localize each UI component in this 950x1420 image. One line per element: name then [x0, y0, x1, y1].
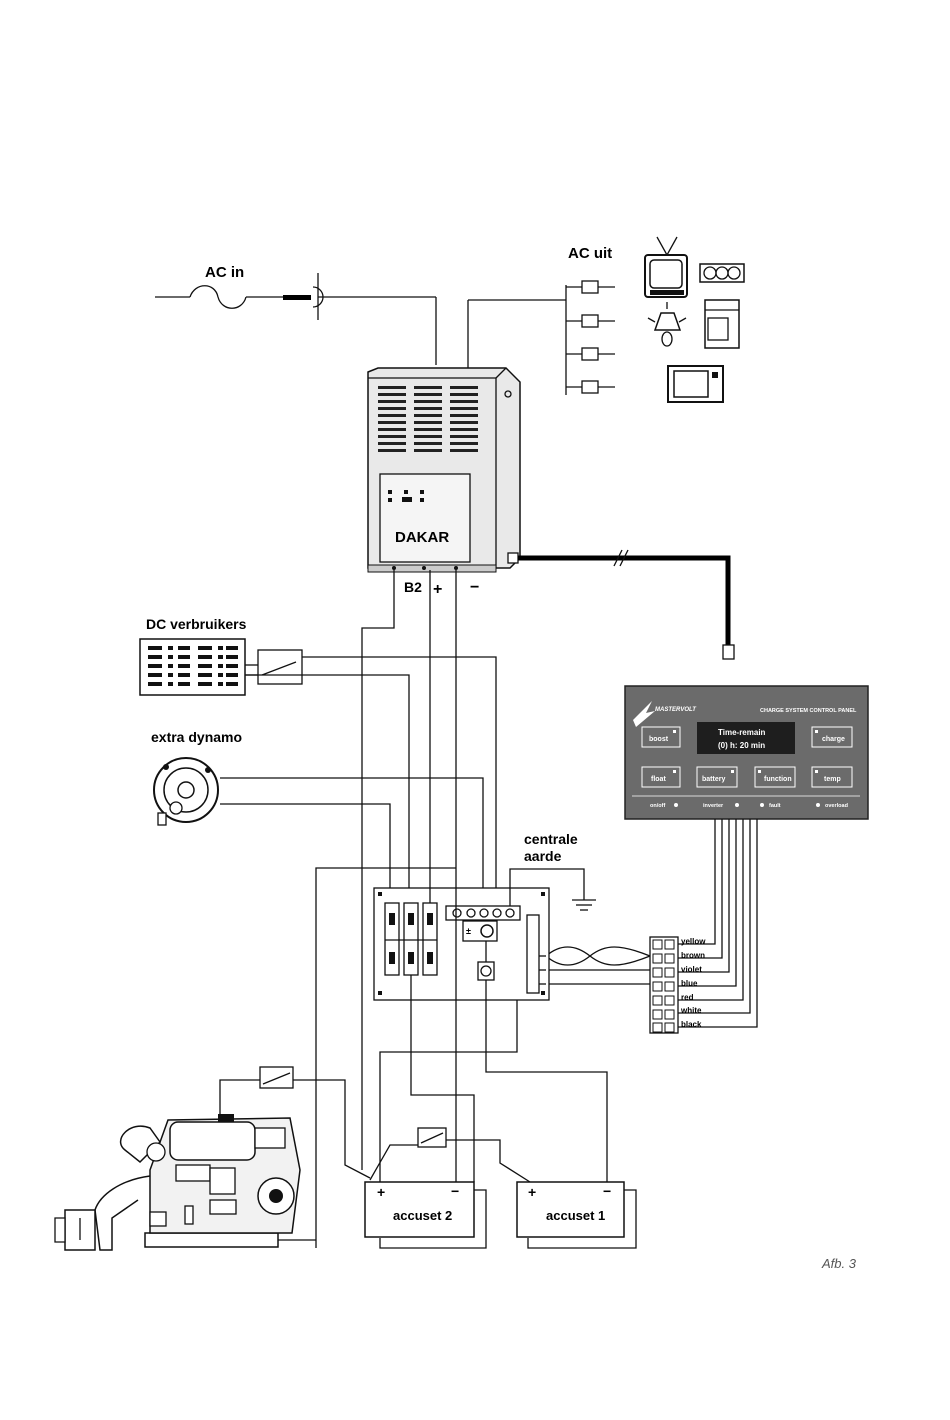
battery-accuset-1: + − accuset 1	[517, 1182, 624, 1237]
b2-label: B2	[404, 579, 422, 595]
twisted-sensor-cable	[546, 947, 650, 984]
wire-yellow: yellow	[681, 937, 706, 946]
wire-red: red	[681, 993, 694, 1002]
wire-violet: violet	[681, 965, 702, 974]
connector-terminal-strip: yellow brown violet blue red white black	[650, 937, 706, 1033]
float-button-label: float	[651, 776, 666, 783]
ac-in-label: AC in	[205, 264, 244, 281]
engine-icon	[55, 1114, 316, 1250]
alternator-icon	[154, 758, 218, 825]
ac-outlet-plug	[566, 281, 615, 393]
switch-icon	[418, 1128, 446, 1147]
ac-out-label: AC uit	[568, 245, 612, 262]
lamp-icon	[648, 302, 686, 346]
panel-title: CHARGE SYSTEM CONTROL PANEL	[760, 708, 857, 714]
extra-dynamo-section: extra dynamo	[151, 729, 483, 905]
battery2-plus: +	[377, 1184, 385, 1200]
figure-caption: Afb. 3	[822, 1256, 856, 1271]
remote-cable	[508, 550, 734, 659]
switch-icon	[258, 650, 302, 684]
tv-icon	[645, 237, 687, 297]
charge-button-label: charge	[822, 736, 845, 743]
display-line-1: Time-remain	[718, 728, 766, 737]
coffee-maker-icon	[705, 300, 739, 348]
battery2-label: accuset 2	[393, 1208, 452, 1223]
status-fault: fault	[769, 803, 781, 809]
ground-label-line2: aarde	[524, 848, 562, 864]
board-plus-minus: ±	[466, 926, 471, 936]
wire-blue: blue	[681, 979, 698, 988]
temp-button-label: temp	[824, 776, 841, 783]
status-inverter: inverter	[703, 803, 724, 809]
wire-black: black	[681, 1020, 702, 1029]
battery2-minus: −	[451, 1183, 459, 1199]
battery1-minus: −	[603, 1183, 611, 1199]
dakar-plus-label: +	[433, 581, 442, 598]
dakar-minus-label: −	[470, 579, 479, 596]
dakar-label: DAKAR	[395, 529, 449, 546]
function-button-label: function	[764, 776, 792, 783]
dc-consumers-label: DC verbruikers	[146, 616, 247, 632]
ground-icon	[572, 900, 596, 910]
socket-icon	[700, 264, 744, 282]
microwave-icon	[668, 366, 723, 402]
extra-dynamo-label: extra dynamo	[151, 729, 242, 745]
display-line-2: (0) h: 20 min	[718, 741, 765, 750]
wire-white: white	[680, 1006, 702, 1015]
ac-in-section: AC in	[155, 264, 436, 365]
battery1-label: accuset 1	[546, 1208, 605, 1223]
boost-button-label: boost	[649, 736, 669, 743]
battery-accuset-2: + − accuset 2	[365, 1182, 474, 1237]
switch-icon	[260, 1067, 293, 1088]
control-panel: MASTERVOLT CHARGE SYSTEM CONTROL PANEL T…	[625, 686, 868, 819]
panel-brand: MASTERVOLT	[655, 707, 697, 713]
status-onoff: on/off	[650, 803, 665, 809]
battery1-plus: +	[528, 1184, 536, 1200]
shunt-bar	[527, 915, 539, 993]
wire-brown: brown	[681, 951, 705, 960]
isolator-diodes	[385, 903, 437, 975]
dakar-charger: DAKAR B2 + −	[368, 368, 520, 598]
status-overload: overload	[825, 803, 848, 809]
battery-button-label: battery	[702, 776, 725, 783]
distribution-board: ±	[374, 888, 549, 1000]
terminal-block	[446, 906, 520, 920]
fuse-icon	[190, 286, 246, 309]
ground-label-line1: centrale	[524, 831, 578, 847]
